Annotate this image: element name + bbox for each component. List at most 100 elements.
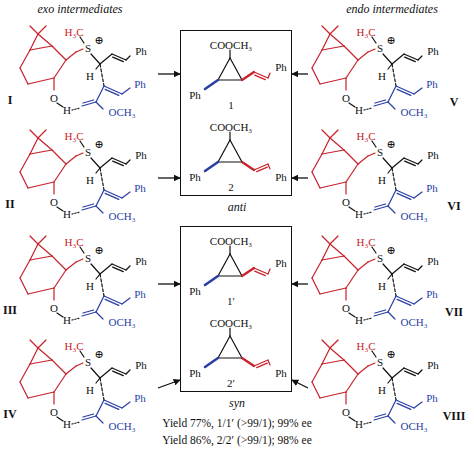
charge-sign: ⊕	[386, 35, 395, 46]
bond-line	[113, 161, 124, 166]
bond-line	[349, 207, 355, 211]
compound-number: 1′	[227, 296, 235, 307]
oxygen-atom: O	[342, 93, 350, 104]
bond-line	[254, 268, 268, 274]
bond-line	[375, 414, 386, 417]
bond-line	[96, 296, 104, 312]
bond-line	[242, 358, 254, 366]
bond-line	[254, 72, 268, 78]
bond-line	[344, 256, 358, 270]
ester-label: OCH₃	[108, 211, 135, 222]
bond-line	[322, 348, 330, 364]
bond-line	[229, 132, 230, 140]
bond-line	[52, 360, 66, 374]
bond-line	[100, 54, 112, 64]
hydrogen-atom: H	[63, 315, 71, 326]
reaction-arrow	[158, 380, 180, 388]
bond-line	[76, 153, 83, 156]
bond-line	[91, 264, 100, 274]
bond-line	[126, 266, 130, 270]
intermediate-group: VIIIH₃CS⊕PhHOHPhOCH₃	[308, 338, 464, 438]
bond-line	[242, 268, 254, 276]
ester-label: COOCH₃	[210, 318, 252, 329]
reaction-arrow	[158, 73, 180, 74]
bond-line	[330, 138, 344, 150]
bond-line	[320, 182, 346, 188]
bond-line	[218, 254, 230, 276]
hydrogen-atom: H	[86, 281, 94, 292]
bond-line	[83, 100, 94, 103]
ester-label: COOCH₃	[210, 122, 252, 133]
bond-line	[330, 236, 338, 244]
bond-line	[322, 340, 330, 348]
phenyl-label: Ph	[189, 90, 201, 101]
charge-sign: ⊕	[94, 139, 103, 150]
bond-line	[100, 264, 112, 274]
sulfur-atom: S	[377, 357, 383, 368]
bond-line	[388, 190, 396, 206]
bond-line	[54, 270, 66, 288]
bond-line	[375, 204, 386, 207]
charge-sign: ⊕	[386, 349, 395, 360]
bond-line	[257, 363, 268, 368]
bond-line	[76, 259, 83, 262]
bond-line	[397, 89, 411, 95]
bond-line	[52, 256, 66, 270]
bond-line	[112, 368, 126, 374]
phenyl-label: Ph	[134, 393, 146, 404]
bond-line	[38, 244, 52, 256]
bond-line	[322, 130, 330, 138]
bond-line	[330, 348, 344, 360]
ester-label: OCH₃	[400, 421, 427, 432]
bond-line	[54, 60, 66, 78]
sulfur-atom: S	[85, 147, 91, 158]
ester-label: COOCH₃	[210, 236, 252, 247]
hydrogen-atom: H	[355, 419, 363, 430]
bond-line	[96, 378, 100, 383]
bond-line	[320, 392, 346, 398]
oxygen-atom: O	[342, 197, 350, 208]
bond-line	[30, 46, 52, 50]
bond-line	[364, 318, 372, 320]
bond-line	[96, 206, 103, 213]
bond-line	[312, 364, 322, 382]
hydrogen-atom: H	[63, 209, 71, 220]
phenyl-label: Ph	[135, 256, 147, 267]
methyl-label: H₃C	[356, 237, 375, 248]
bond-line	[392, 368, 404, 378]
bond-line	[368, 153, 375, 156]
methyl-label: H₃C	[356, 27, 375, 38]
bond-line	[96, 86, 104, 102]
bond-line	[112, 158, 126, 164]
bond-line	[312, 278, 320, 294]
bond-line	[229, 328, 230, 336]
bond-line	[388, 378, 392, 383]
intermediate-number: III	[3, 304, 17, 316]
bond-line	[38, 130, 46, 138]
bond-line	[72, 422, 80, 424]
methyl-label: H₃C	[64, 341, 83, 352]
phenyl-label: Ph	[426, 289, 438, 300]
bond-line	[122, 298, 130, 304]
bond-line	[322, 26, 330, 34]
bond-line	[113, 267, 124, 272]
bond-line	[418, 56, 422, 60]
phenyl-label: Ph	[189, 368, 201, 379]
bond-line	[30, 150, 52, 154]
charge-sign: ⊕	[94, 349, 103, 360]
bond-line	[80, 37, 84, 43]
bond-line	[218, 161, 242, 162]
bond-line	[100, 274, 104, 296]
bond-line	[54, 374, 66, 392]
bond-line	[53, 78, 54, 90]
bond-line	[383, 158, 392, 168]
oxygen-atom: O	[50, 303, 58, 314]
bond-line	[122, 192, 130, 198]
phenyl-label: Ph	[135, 150, 147, 161]
bond-line	[254, 360, 268, 366]
phenyl-label: Ph	[427, 150, 439, 161]
bond-line	[113, 371, 124, 376]
bond-line	[388, 64, 392, 69]
bond-line	[322, 138, 330, 154]
bond-line	[344, 46, 358, 60]
